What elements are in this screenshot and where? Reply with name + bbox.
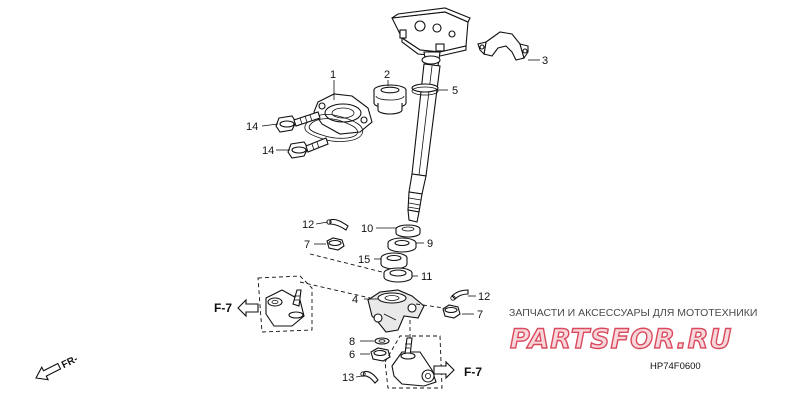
watermark-logo: PARTSFOR.RU (510, 324, 732, 355)
nut-6[interactable] (370, 347, 391, 362)
washer-8[interactable] (374, 337, 390, 345)
seal-11[interactable] (383, 267, 413, 283)
front-direction-label: FR- (60, 354, 80, 371)
flange-bolt-lower[interactable] (287, 137, 329, 159)
washer-9[interactable] (387, 237, 417, 253)
callout-11: 11 (421, 271, 432, 283)
cotter-pin-upper[interactable] (326, 218, 349, 231)
callout-8: 8 (349, 336, 355, 348)
cotter-pin-13[interactable] (360, 370, 379, 384)
callout-10: 10 (361, 223, 373, 235)
flange-bolt-upper[interactable] (275, 111, 321, 133)
ref-arrow-right[interactable]: F-7 (433, 360, 482, 380)
callout-1: 1 (330, 69, 336, 81)
callout-5: 5 (452, 85, 458, 97)
shaft-holder[interactable] (477, 31, 529, 61)
front-direction-arrow: FR- (35, 354, 80, 381)
callout-6: 6 (349, 349, 355, 361)
castle-nut-upper[interactable] (326, 237, 345, 251)
callout-12-upper: 12 (302, 219, 314, 231)
tie-rod-end-left[interactable] (265, 289, 305, 327)
callout-13: 13 (342, 372, 354, 384)
seal-10[interactable] (395, 224, 421, 238)
callout-2: 2 (384, 69, 390, 81)
bearing-15[interactable] (380, 252, 408, 270)
ref-label-right: F-7 (464, 365, 482, 379)
ref-arrow-left[interactable]: F-7 (214, 298, 259, 318)
callout-9: 9 (427, 238, 433, 250)
callout-12-right: 12 (478, 291, 490, 303)
watermark-tagline: ЗАПЧАСТИ И АКСЕССУАРЫ ДЛЯ МОТОТЕХНИКИ (509, 307, 757, 319)
callout-14-lower: 14 (262, 145, 274, 157)
diagram-code: HP74F0600 (650, 361, 701, 372)
steering-shaft[interactable] (391, 7, 471, 223)
steering-arm[interactable] (367, 289, 425, 333)
ref-label-left: F-7 (214, 301, 232, 315)
callout-4: 4 (352, 294, 358, 306)
shaft-bushing[interactable] (373, 84, 407, 115)
castle-nut-right[interactable] (442, 304, 461, 319)
callout-7-right: 7 (477, 309, 483, 321)
tie-rod-end-right[interactable] (391, 337, 437, 387)
callout-15: 15 (358, 254, 370, 266)
cotter-pin-right[interactable] (450, 289, 469, 301)
callout-3: 3 (542, 55, 548, 67)
callout-14-upper: 14 (246, 121, 258, 133)
callout-7-upper: 7 (304, 239, 310, 251)
